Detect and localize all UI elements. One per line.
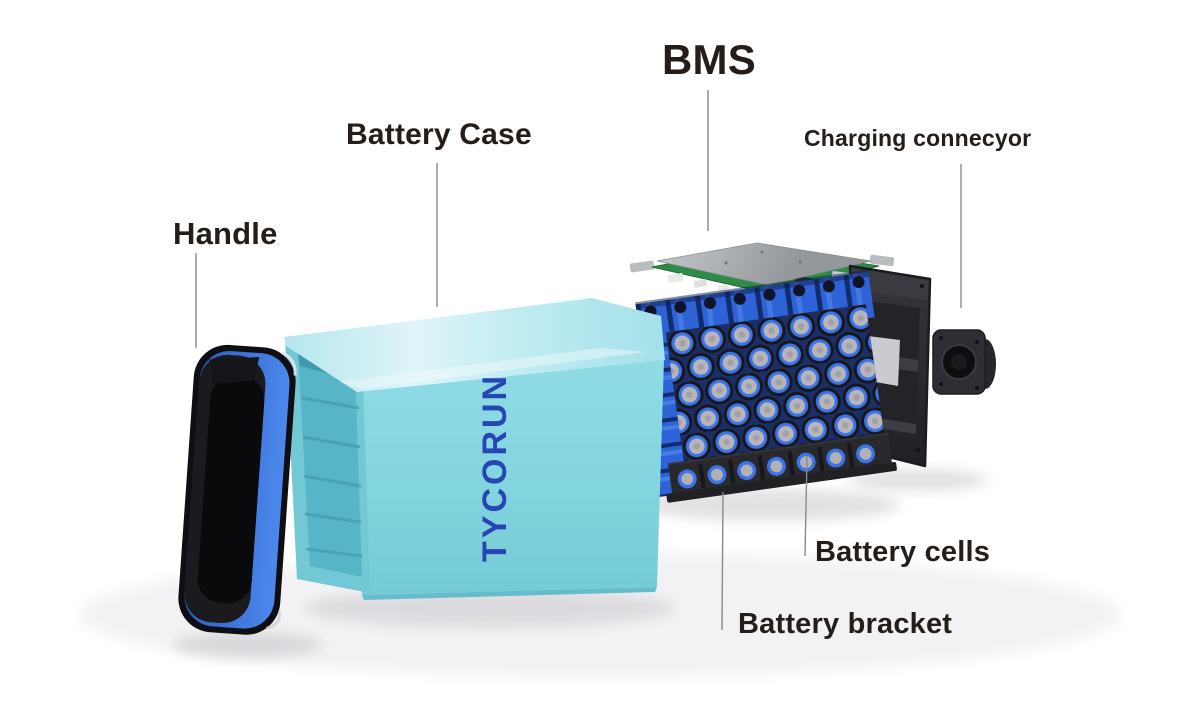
battery-cells-leader-line	[804, 455, 808, 557]
battery-cells-pack	[633, 269, 897, 503]
leader-lines	[195, 90, 962, 631]
bms-metal-plate	[656, 242, 872, 286]
label-handle: Handle	[173, 216, 278, 251]
bracket-rail	[666, 461, 897, 503]
battery-bracket-leader-line	[721, 491, 724, 631]
case-front-face	[357, 359, 664, 595]
label-battery-bracket: Battery bracket	[738, 608, 953, 640]
case-interior-ribs	[301, 396, 363, 558]
handle	[178, 344, 297, 635]
label-bms: BMS	[662, 36, 756, 83]
brand-text: TYCORUN	[476, 373, 514, 562]
bms-board	[629, 242, 895, 295]
battery-case: TYCORUN	[284, 298, 665, 600]
case-top-band	[284, 298, 665, 392]
cells-front-face	[665, 304, 888, 485]
connector-cutout	[868, 336, 900, 386]
label-battery-cells: Battery cells	[815, 536, 991, 568]
label-battery-case: Battery Case	[346, 118, 532, 151]
label-charging-connector: Charging connecyor	[804, 125, 1032, 151]
handle-grip-hole	[197, 375, 265, 604]
bracket-slots	[677, 442, 876, 489]
